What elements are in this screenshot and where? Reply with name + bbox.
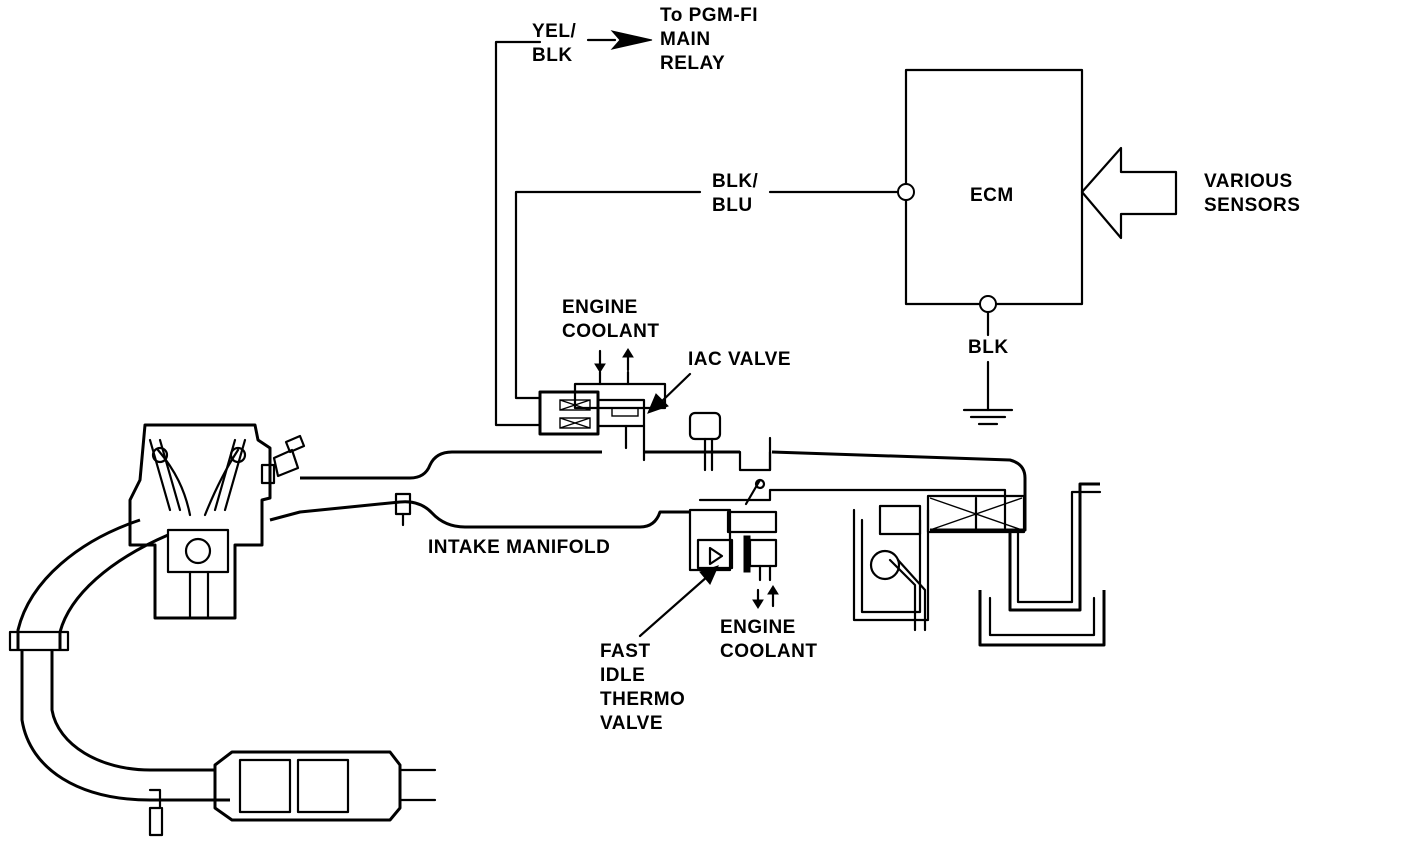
label-blk-blu: BLK/ BLU — [712, 171, 759, 216]
fast-idle-thermo-valve-body — [688, 508, 778, 582]
label-engine-coolant-bottom: ENGINE COOLANT — [720, 617, 818, 662]
label-yel-blk: YEL/ BLK — [532, 21, 577, 66]
intake-manifold — [269, 436, 1027, 534]
ground-symbol — [962, 310, 1014, 426]
label-engine-coolant-top: ENGINE COOLANT — [562, 297, 660, 342]
label-pgmfi-main-relay: To PGM-FI MAIN RELAY — [660, 5, 759, 74]
label-iac-valve: IAC VALVE — [688, 349, 792, 370]
label-ecm: ECM — [970, 185, 1014, 206]
iac-valve-body — [538, 370, 667, 462]
coolant-arrows-bottom — [752, 585, 779, 609]
sensors-input-arrow — [1080, 146, 1178, 240]
catalytic-converter — [213, 750, 437, 822]
engine-block — [128, 423, 306, 620]
air-cleaner — [978, 482, 1106, 647]
throttle-body — [852, 504, 930, 632]
fast-idle-pointer-arrow — [638, 565, 719, 638]
ecm-pin-blk-blu — [897, 183, 915, 201]
exhaust-pipe — [8, 518, 230, 837]
label-fast-idle-thermo-valve: FAST IDLE THERMO VALVE — [600, 641, 686, 734]
wire-blk-blu — [514, 190, 900, 400]
ecm-pin-blk — [979, 295, 997, 313]
label-various-sensors: VARIOUS SENSORS — [1204, 171, 1301, 216]
pressure-canister — [688, 411, 722, 472]
label-blk-ground: BLK — [968, 337, 1009, 358]
wire-yel-blk — [494, 30, 653, 427]
label-intake-manifold: INTAKE MANIFOLD — [428, 537, 611, 558]
coolant-arrows-top — [594, 348, 634, 373]
